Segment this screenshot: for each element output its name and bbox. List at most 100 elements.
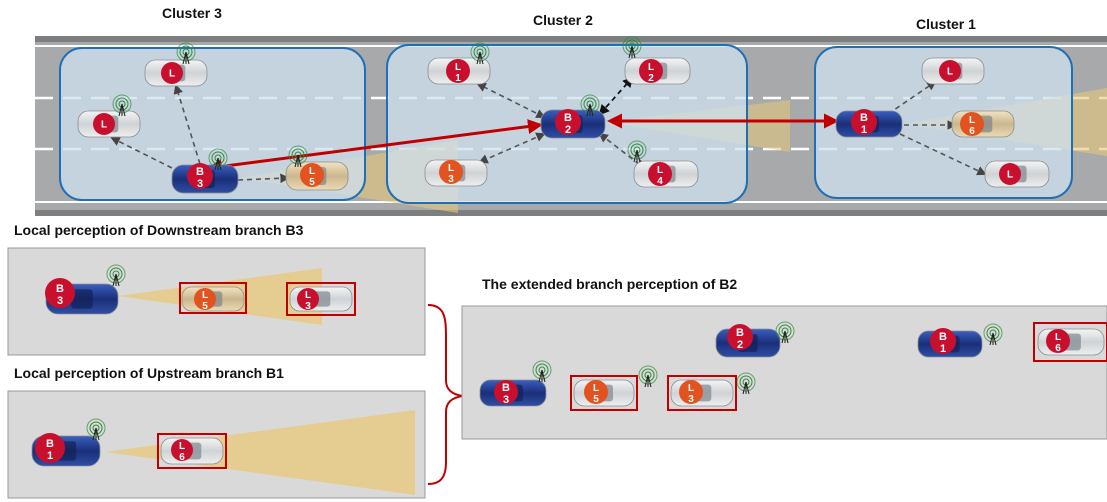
vehicle-role-label: B (939, 331, 947, 343)
antenna-icon (288, 145, 308, 168)
antenna-icon (470, 42, 490, 65)
extended-l3: L3 (670, 372, 756, 407)
vehicle-badge (194, 288, 216, 310)
vehicle-index-label: 5 (309, 177, 315, 188)
road-vehicle-c1-b1: B1 (835, 109, 903, 138)
vehicle-badge (300, 163, 324, 187)
road-vehicle-c1-lc: L (921, 57, 985, 85)
vehicle-role-label: L (309, 166, 315, 177)
road-vehicle-c2-l2: L2 (622, 36, 691, 85)
vehicle-badge (939, 60, 961, 82)
upstream-l6: L6 (160, 437, 224, 465)
vehicle-index-label: 4 (657, 176, 663, 187)
merge-bracket (427, 304, 463, 485)
extended-l6: L6 (1037, 328, 1105, 356)
vehicle-index-label: 1 (47, 450, 53, 462)
vehicle-index-label: 6 (1055, 343, 1061, 354)
road-vehicle-c3-l5: L5 (285, 145, 349, 191)
antenna-icon (622, 36, 642, 59)
vehicle-index-label: 6 (969, 126, 975, 137)
upstream-panel: B1 L6 (7, 390, 426, 499)
road-vehicle-c2-l1: L1 (427, 42, 491, 85)
vehicle-role-label: L (648, 62, 654, 73)
antenna-icon (106, 264, 126, 287)
vehicle-badge (639, 59, 663, 83)
ext-l6-box (1033, 322, 1107, 362)
vehicle-badge (851, 109, 877, 135)
downstream-b3: B3 (45, 264, 126, 315)
vehicle-badge (187, 163, 213, 189)
antenna-icon (208, 148, 228, 171)
vehicle-index-label: 3 (448, 174, 454, 185)
downstream-l3: L3 (289, 286, 353, 312)
road-vehicle-c1-l6: L6 (951, 110, 1015, 138)
vehicle-role-label: L (179, 441, 185, 452)
vehicle-role-label: B (736, 327, 744, 339)
vehicle-role-label: L (657, 165, 663, 176)
vehicle-role-label: B (46, 438, 54, 450)
vehicle-role-label: L (947, 67, 953, 78)
upstream-b1: B1 (31, 418, 106, 467)
vehicle-role-label: L (455, 62, 461, 73)
vehicle-role-label: L (101, 120, 107, 131)
vehicle-index-label: 1 (861, 124, 867, 136)
vehicle-index-label: 1 (455, 73, 461, 84)
vehicle-badge (439, 160, 463, 184)
vehicle-badge (171, 439, 193, 461)
antenna-icon (983, 323, 1003, 346)
vehicle-badge (93, 113, 115, 135)
detected-l5-box (179, 282, 247, 314)
vehicle-index-label: 5 (593, 394, 599, 405)
antenna-icon (176, 42, 196, 65)
cluster-1-title: Cluster 1 (916, 16, 976, 32)
road-vehicle-c2-l3: L3 (424, 159, 488, 187)
vehicle-role-label: B (196, 166, 204, 178)
vehicle-badge (1046, 329, 1070, 353)
antenna-icon (86, 418, 106, 441)
cluster-2-title: Cluster 2 (533, 12, 593, 28)
extended-b2: B2 (715, 321, 795, 358)
vehicle-index-label: 3 (688, 394, 694, 405)
vehicle-role-label: B (502, 382, 510, 394)
vehicle-badge (648, 162, 672, 186)
vehicle-role-label: L (202, 290, 208, 301)
vehicle-index-label: 5 (202, 301, 208, 312)
vehicle-badge (494, 380, 518, 404)
antenna-icon (775, 321, 795, 344)
vehicle-badge (161, 62, 183, 84)
antenna-icon (627, 140, 647, 163)
vehicle-index-label: 2 (565, 124, 571, 136)
vehicle-index-label: 2 (648, 73, 654, 84)
extended-b3: B3 (479, 360, 552, 407)
vehicle-index-label: 1 (940, 343, 946, 355)
cluster-3-title: Cluster 3 (162, 5, 222, 21)
road-vehicle-c3-lc: L (144, 42, 208, 87)
vehicle-role-label: L (593, 383, 599, 394)
extended-panel-title: The extended branch perception of B2 (482, 276, 738, 292)
antenna-icon (736, 372, 756, 395)
vehicle-badge (45, 278, 75, 308)
vehicle-index-label: 6 (179, 452, 185, 463)
ext-l5-box (570, 375, 638, 411)
vehicle-index-label: 3 (57, 295, 63, 307)
b2-l2-link (598, 76, 634, 116)
vehicle-role-label: L (169, 69, 175, 80)
road-vehicle-c1-la: L (984, 160, 1050, 188)
extended-l5: L5 (573, 365, 658, 407)
vehicle-role-label: L (969, 115, 975, 126)
vehicle-role-label: L (448, 163, 454, 174)
vehicle-badge (584, 380, 608, 404)
branch-backbone-links (207, 113, 839, 174)
vehicle-badge (930, 328, 956, 354)
upstream-panel-title: Local perception of Upstream branch B1 (14, 365, 284, 381)
vehicle-role-label: B (564, 112, 572, 124)
vehicle-badge (35, 433, 65, 463)
upstream-sensor-cone (105, 410, 415, 495)
vehicle-index-label: 3 (305, 301, 311, 312)
vehicle-role-label: B (860, 112, 868, 124)
vehicle-badge (679, 380, 703, 404)
vehicle-role-label: B (56, 283, 64, 295)
